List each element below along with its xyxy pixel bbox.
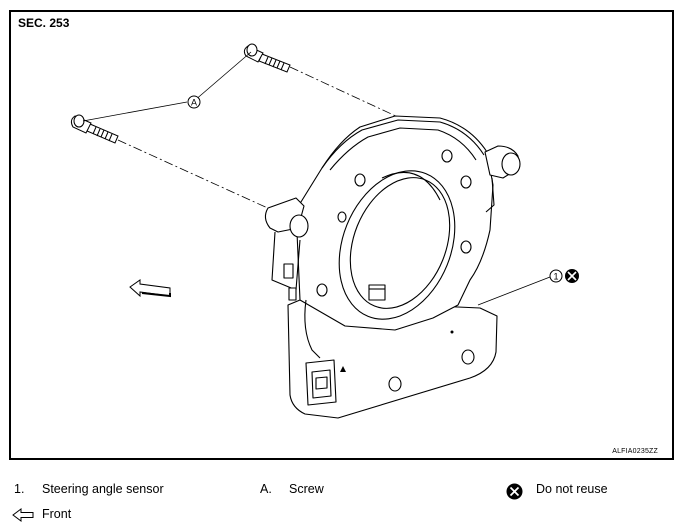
front-arrow-icon xyxy=(129,279,171,298)
screw-lower xyxy=(70,114,119,144)
legend-item-1-number: 1. xyxy=(14,482,25,496)
callout-a: A xyxy=(187,95,201,109)
legend-do-not-reuse-text: Do not reuse xyxy=(536,482,608,496)
screw-upper xyxy=(243,43,291,73)
callout-1: 1 xyxy=(549,269,563,283)
callout-a-leaders xyxy=(82,51,252,122)
front-legend-arrow-icon xyxy=(12,508,34,522)
callout-a-label: A xyxy=(191,98,197,108)
do-not-reuse-icon xyxy=(565,269,579,283)
figure-code: ALFIA0235ZZ xyxy=(612,448,658,455)
callout-1-leader xyxy=(477,276,551,306)
do-not-reuse-legend-icon xyxy=(506,483,523,500)
legend-item-1-text: Steering angle sensor xyxy=(42,482,164,496)
legend-item-a-letter: A. xyxy=(260,482,272,496)
legend-item-a-text: Screw xyxy=(289,482,324,496)
install-line-upper xyxy=(289,66,401,119)
callout-1-label: 1 xyxy=(553,272,558,282)
sensor-body xyxy=(264,115,521,419)
section-label: SEC. 253 xyxy=(18,16,70,30)
install-line-lower xyxy=(117,139,273,211)
legend-front-text: Front xyxy=(42,507,72,521)
